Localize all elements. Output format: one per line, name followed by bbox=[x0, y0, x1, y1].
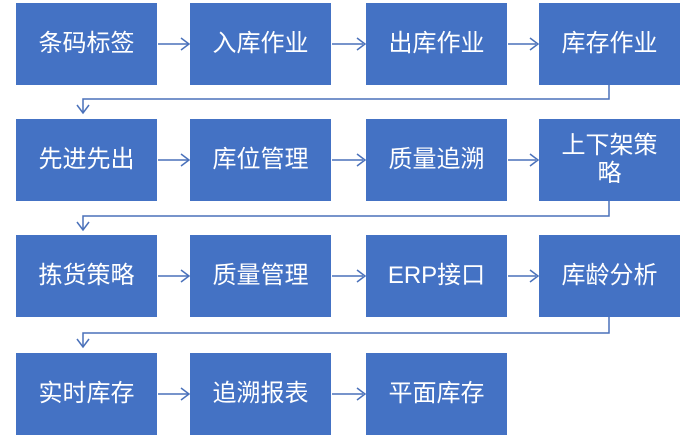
flow-box-erp-interface: ERP接口 bbox=[366, 235, 507, 317]
wrap-connector-row2-row3 bbox=[76, 201, 610, 232]
right-arrow-icon bbox=[332, 37, 367, 51]
flow-box-inbound: 入库作业 bbox=[190, 3, 331, 85]
wrap-connector-row1-row2 bbox=[76, 85, 610, 115]
right-arrow-icon bbox=[508, 153, 540, 167]
right-arrow-icon bbox=[158, 153, 191, 167]
flow-box-inventory-ops: 库存作业 bbox=[539, 3, 680, 85]
flow-box-bin-management: 库位管理 bbox=[190, 119, 331, 201]
flow-box-quality-trace: 质量追溯 bbox=[366, 119, 507, 201]
right-arrow-icon bbox=[158, 37, 191, 51]
flow-box-quality-mgmt: 质量管理 bbox=[190, 235, 331, 317]
right-arrow-icon bbox=[508, 269, 540, 283]
right-arrow-icon bbox=[158, 269, 191, 283]
flow-box-trace-report: 追溯报表 bbox=[190, 353, 331, 435]
right-arrow-icon bbox=[332, 269, 367, 283]
flow-box-floor-stock: 平面库存 bbox=[366, 353, 507, 435]
flow-box-realtime-stock: 实时库存 bbox=[16, 353, 157, 435]
flow-box-stock-aging: 库龄分析 bbox=[539, 235, 680, 317]
flow-box-outbound: 出库作业 bbox=[366, 3, 507, 85]
wrap-connector-row3-row4 bbox=[76, 317, 610, 349]
right-arrow-icon bbox=[332, 387, 367, 401]
right-arrow-icon bbox=[332, 153, 367, 167]
flow-box-picking-policy: 拣货策略 bbox=[16, 235, 157, 317]
flow-box-barcode-label: 条码标签 bbox=[16, 3, 157, 85]
flow-box-shelving-policy: 上下架策略 bbox=[539, 119, 680, 201]
right-arrow-icon bbox=[158, 387, 191, 401]
flow-box-fifo: 先进先出 bbox=[16, 119, 157, 201]
right-arrow-icon bbox=[508, 37, 540, 51]
